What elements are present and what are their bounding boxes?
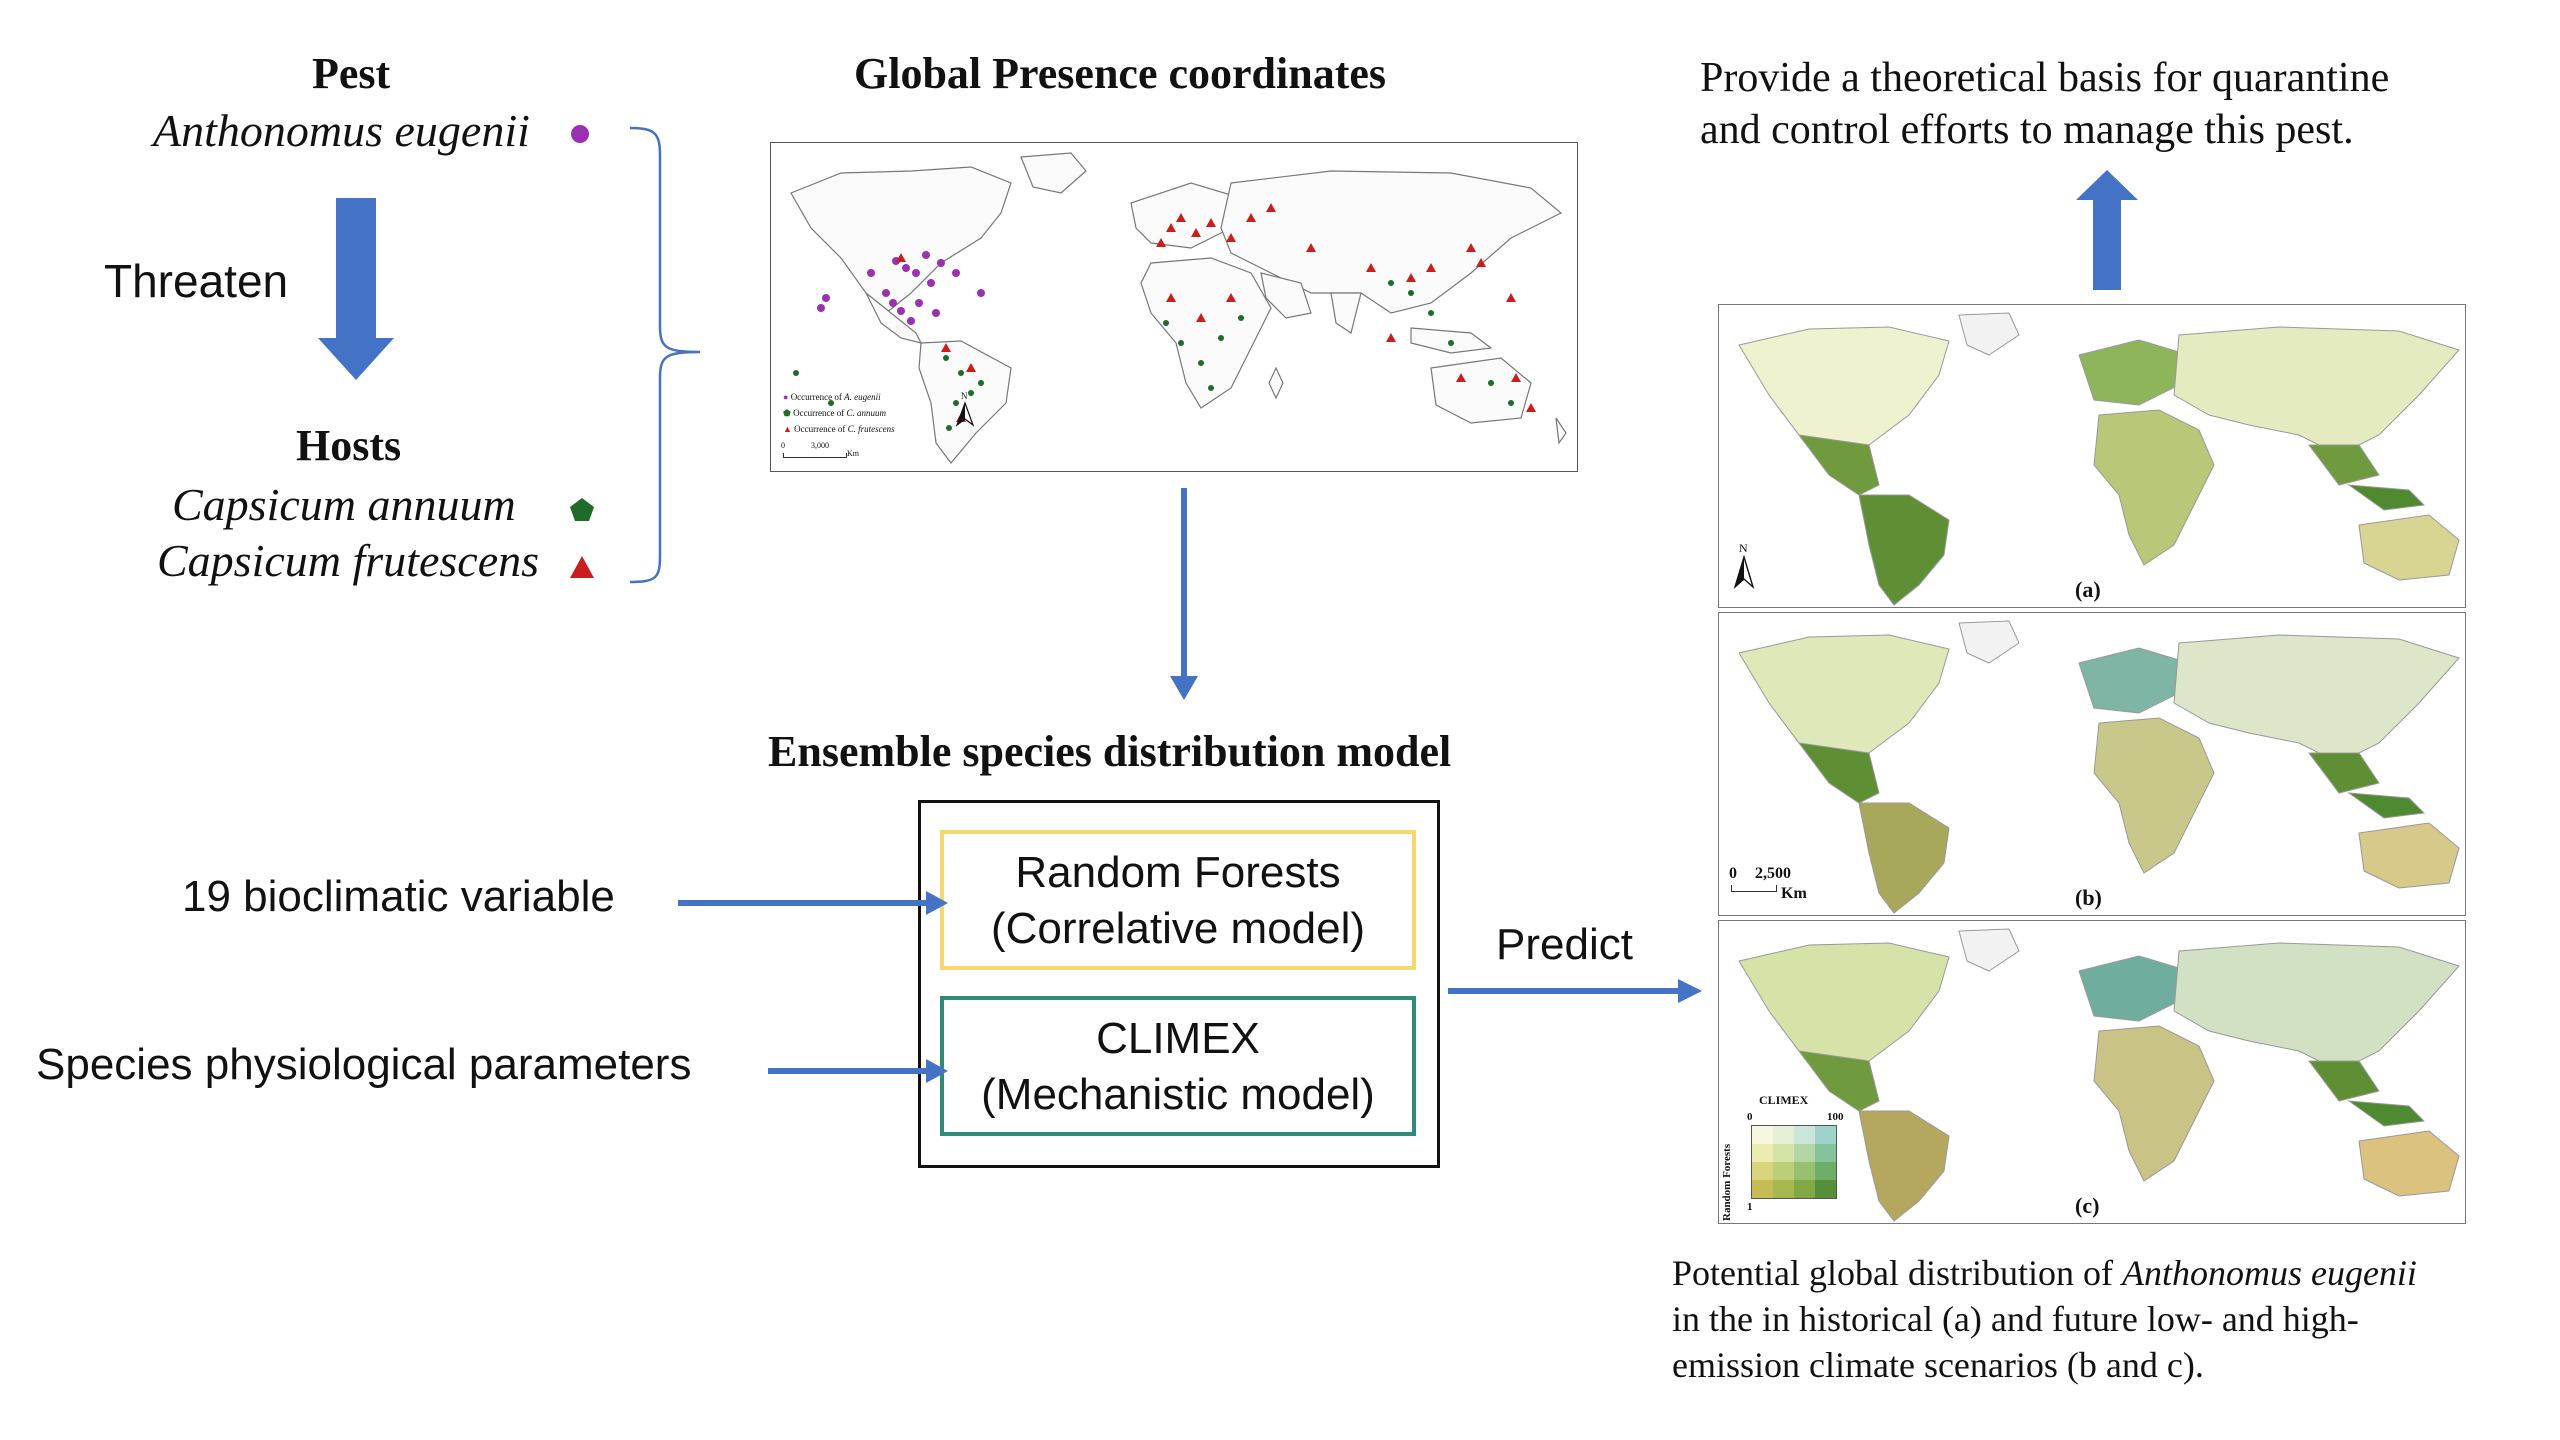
map-b-label: (b) — [2075, 885, 2102, 910]
random-forests-box: Random Forests (Correlative model) — [940, 830, 1416, 970]
frutescens-marker-icon — [570, 556, 594, 578]
legend-item-frutescens: ▲ Occurrence of C. frutescens — [783, 424, 895, 434]
pest-title: Pest — [312, 49, 391, 98]
legend-climex-100: 100 — [1827, 1111, 1844, 1123]
distribution-map-c: CLIMEX 0 100 Random Forests 1 (c) — [1718, 920, 2466, 1224]
climex-title: CLIMEX — [1096, 1014, 1260, 1063]
caption-line-3: emission climate scenarios (b and c). — [1672, 1345, 2204, 1385]
presence-scale-value: 3,000 — [811, 441, 829, 450]
map-a-north-label: N — [1739, 541, 1748, 555]
random-forests-subtitle: (Correlative model) — [990, 904, 1366, 953]
figure-caption: Potential global distribution of Anthono… — [1672, 1250, 2417, 1388]
goal-line-1: Provide a theoretical basis for quaranti… — [1700, 55, 2390, 101]
map-a-label: (a) — [2075, 577, 2101, 602]
predict-label: Predict — [1496, 920, 1633, 969]
presence-scale-bar — [783, 453, 847, 458]
climex-subtitle: (Mechanistic model) — [981, 1070, 1375, 1119]
map-c-graphic — [1738, 928, 2460, 1222]
hosts-title: Hosts — [296, 421, 402, 470]
host-species-1: Capsicum annuum — [172, 479, 516, 530]
threaten-label: Threaten — [104, 255, 289, 307]
goal-text: Provide a theoretical basis for quaranti… — [1700, 52, 2389, 156]
grouping-brace — [629, 126, 701, 584]
presence-to-ensemble-arrow-icon — [1170, 488, 1198, 700]
caption-line-2: in the in historical (a) and future low-… — [1672, 1299, 2359, 1339]
legend-item-annuum: ⬟ Occurrence of C. annuum — [783, 408, 887, 418]
bivariate-legend-grid — [1751, 1125, 1837, 1199]
presence-scale-0: 0 — [781, 441, 785, 450]
presence-title: Global Presence coordinates — [854, 49, 1386, 98]
host-species-2: Capsicum frutescens — [157, 535, 540, 586]
bioclim-input-label: 19 bioclimatic variable — [182, 872, 615, 921]
distribution-map-b: 0 2,500 Km (b) — [1718, 612, 2466, 916]
map-b-scale-0: 0 — [1729, 865, 1737, 882]
pest-marker-icon — [571, 125, 589, 143]
map-a-north-arrow-icon — [1733, 554, 1755, 590]
legend-rf-1: 1 — [1747, 1201, 1753, 1213]
caption-line-1: Potential global distribution of Anthono… — [1672, 1253, 2417, 1293]
map-b-scale-unit: Km — [1781, 885, 1807, 902]
bioclim-arrow-icon — [678, 891, 948, 915]
legend-rf-label: Random Forests — [1721, 1143, 1733, 1221]
map-b-scale-value: 2,500 — [1755, 865, 1791, 882]
legend-climex-0: 0 — [1747, 1111, 1753, 1123]
distribution-map-a: N (a) — [1718, 304, 2466, 608]
predict-arrow-icon — [1448, 979, 1702, 1003]
map-c-label: (c) — [2075, 1193, 2100, 1218]
presence-map: ● Occurrence of A. eugenii ⬟ Occurrence … — [770, 142, 1578, 472]
threaten-arrow-icon — [318, 198, 394, 380]
annuum-marker-icon — [570, 498, 594, 521]
climex-box: CLIMEX (Mechanistic model) — [940, 996, 1416, 1136]
map-b-graphic — [1738, 620, 2460, 914]
pest-species: Anthonomus eugenii — [153, 105, 530, 156]
legend-item-eugenii: ● Occurrence of A. eugenii — [783, 392, 881, 402]
presence-north-arrow-icon — [955, 401, 975, 427]
presence-north-label: N — [961, 391, 968, 401]
physio-arrow-icon — [768, 1059, 948, 1083]
map-a-graphic — [1738, 312, 2460, 606]
ensemble-title: Ensemble species distribution model — [768, 727, 1452, 776]
legend-climex-label: CLIMEX — [1759, 1093, 1809, 1107]
goal-up-arrow-icon — [2076, 170, 2138, 290]
presence-scale-unit: Km — [847, 449, 859, 458]
presence-legend: ● Occurrence of A. eugenii ⬟ Occurrence … — [783, 389, 895, 437]
map-b-scale-bar — [1731, 885, 1777, 892]
physio-input-label: Species physiological parameters — [36, 1040, 692, 1089]
goal-line-2: and control efforts to manage this pest. — [1700, 107, 2354, 153]
presence-map-graphic — [790, 152, 1567, 464]
random-forests-title: Random Forests — [1015, 848, 1341, 897]
